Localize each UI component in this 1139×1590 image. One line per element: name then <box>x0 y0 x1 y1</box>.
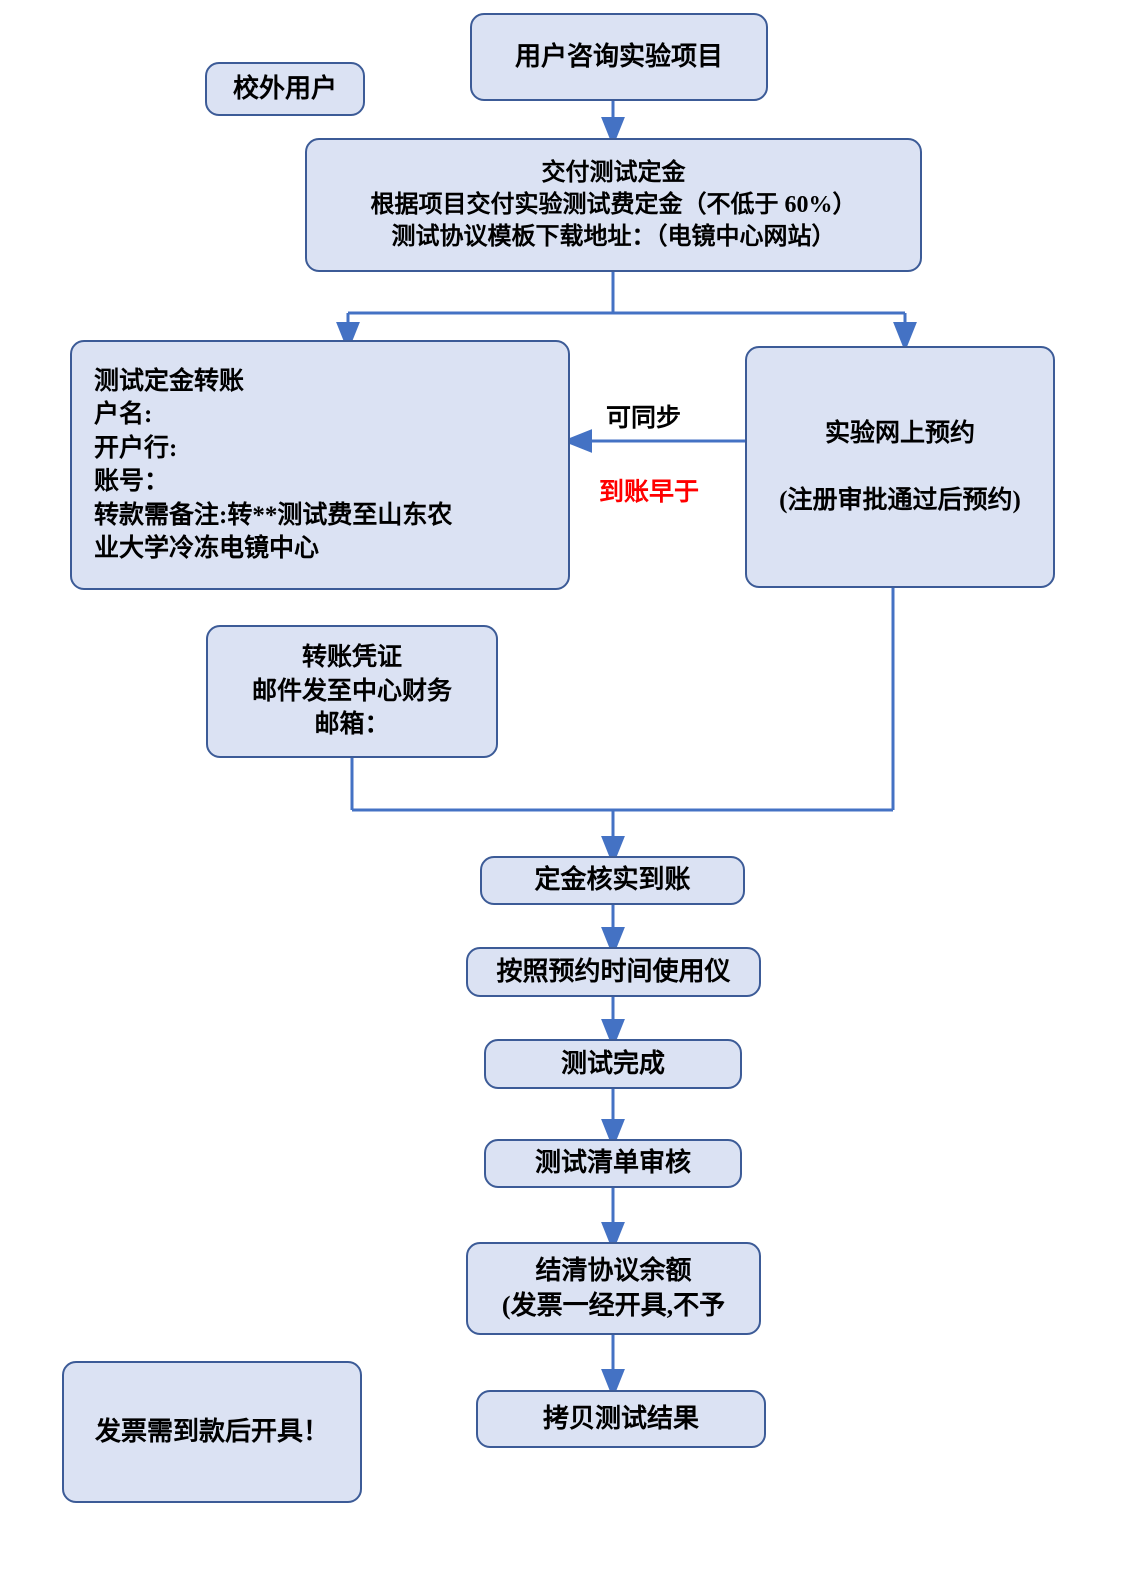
node-external-user[interactable]: 校外用户 <box>205 62 365 116</box>
node-user-inquiry[interactable]: 用户咨询实验项目 <box>470 13 768 101</box>
edge-label-arrival-earlier: 到账早于 <box>599 479 700 506</box>
edge-label-sync: 可同步 <box>606 405 682 432</box>
node-deposit-verified[interactable]: 定金核实到账 <box>480 856 745 905</box>
node-test-list-review[interactable]: 测试清单审核 <box>484 1139 742 1188</box>
node-use-instrument[interactable]: 按照预约时间使用仪 <box>466 947 761 997</box>
node-settle-balance[interactable]: 结清协议余额 (发票一经开具,不予 <box>466 1242 761 1335</box>
node-copy-results[interactable]: 拷贝测试结果 <box>476 1390 766 1448</box>
node-test-complete[interactable]: 测试完成 <box>484 1039 742 1089</box>
node-transfer-voucher[interactable]: 转账凭证 邮件发至中心财务 邮箱： <box>206 625 498 758</box>
node-pay-deposit[interactable]: 交付测试定金 根据项目交付实验测试费定金（不低于 60%） 测试协议模板下载地址… <box>305 138 922 272</box>
node-deposit-transfer[interactable]: 测试定金转账 户名: 开户行: 账号： 转款需备注:转**测试费至山东农 业大学… <box>70 340 570 590</box>
node-online-reservation[interactable]: 实验网上预约 (注册审批通过后预约) <box>745 346 1055 588</box>
node-invoice-note[interactable]: 发票需到款后开具！ <box>62 1361 362 1503</box>
